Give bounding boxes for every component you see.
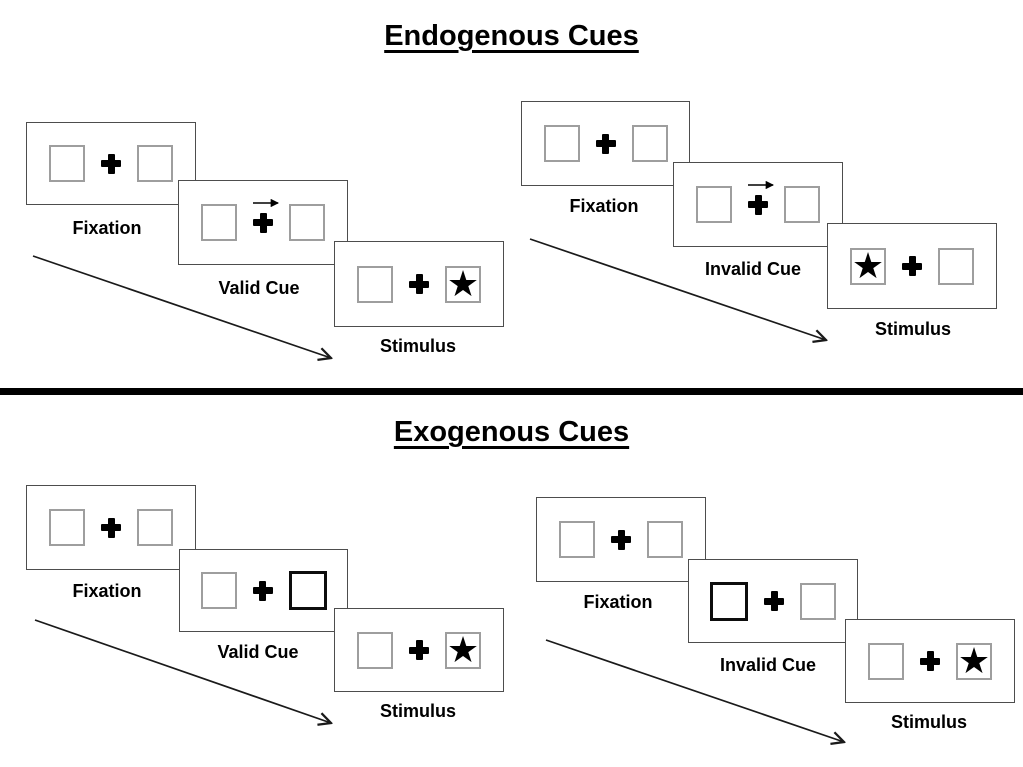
star-icon: ★ <box>957 639 991 681</box>
fixation-cross-icon <box>409 640 429 660</box>
placeholder-box-right <box>784 186 820 223</box>
placeholder-box-left <box>201 204 237 241</box>
placeholder-box-right <box>938 247 974 285</box>
fixation-cross-icon <box>101 517 121 538</box>
fixation-cross-icon <box>253 198 280 233</box>
placeholder-box-right <box>631 125 668 162</box>
fixation-panel <box>521 101 690 186</box>
stimulus-panel: ★ <box>827 223 997 309</box>
stimulus-label: Stimulus <box>379 701 457 721</box>
placeholder-box-right <box>289 204 325 241</box>
stimulus-panel: ★ <box>845 619 1015 703</box>
placeholder-box-left <box>200 572 237 609</box>
stimulus-panel: ★ <box>334 608 504 692</box>
cue-panel <box>688 559 858 643</box>
bold-cue-box-left <box>710 581 748 621</box>
section-divider <box>0 388 1023 395</box>
cue-label: Invalid Cue <box>719 655 817 675</box>
target-box-right: ★ <box>956 639 992 681</box>
fixation-label: Fixation <box>583 592 653 612</box>
placeholder-box-left <box>559 521 595 558</box>
fixation-cross-icon <box>902 256 922 276</box>
placeholder-box-left <box>49 145 85 182</box>
stimulus-label: Stimulus <box>379 336 457 356</box>
fixation-panel <box>26 122 196 205</box>
placeholder-box-right <box>137 509 173 546</box>
placeholder-box-left <box>357 265 393 303</box>
placeholder-box-left <box>357 631 393 669</box>
fixation-cross-icon <box>101 153 121 174</box>
fixation-cross-icon <box>611 529 631 550</box>
stimulus-label: Stimulus <box>874 319 952 339</box>
target-box-right: ★ <box>445 262 481 304</box>
target-box-left: ★ <box>850 244 886 286</box>
cue-arrow-right-icon <box>253 198 280 207</box>
fixation-label: Fixation <box>569 196 639 216</box>
section-title-text: Endogenous Cues <box>384 20 639 52</box>
fixation-cross-icon <box>595 133 616 154</box>
placeholder-box-left <box>868 642 904 680</box>
star-icon: ★ <box>446 262 480 304</box>
cue-panel <box>179 549 348 632</box>
timeline-arrow <box>545 639 853 751</box>
bold-cue-box-right <box>288 571 327 610</box>
timeline-arrow <box>34 619 340 732</box>
target-box-right: ★ <box>445 628 481 670</box>
cue-label: Invalid Cue <box>704 259 802 279</box>
stimulus-panel: ★ <box>334 241 504 327</box>
cue-label: Valid Cue <box>217 642 299 662</box>
fixation-cross-icon <box>409 274 429 294</box>
timeline-arrow <box>32 255 340 366</box>
section-title-text: Exogenous Cues <box>393 416 630 448</box>
placeholder-box-left <box>49 509 85 546</box>
fixation-cross-icon <box>920 651 940 671</box>
placeholder-box-right <box>647 521 683 558</box>
placeholder-box-right <box>800 582 836 620</box>
section-title-exogenous: Exogenous Cues <box>0 416 1023 449</box>
cue-panel <box>178 180 348 265</box>
placeholder-box-left <box>543 125 580 162</box>
placeholder-box-left <box>696 186 732 223</box>
fixation-cross-icon <box>764 591 784 611</box>
fixation-cross-icon <box>252 580 273 601</box>
fixation-label: Fixation <box>72 581 142 601</box>
fixation-cross-icon <box>748 180 775 215</box>
star-icon: ★ <box>851 244 885 286</box>
timeline-arrow <box>529 238 835 349</box>
cue-arrow-right-icon <box>748 180 775 189</box>
section-title-endogenous: Endogenous Cues <box>0 20 1023 53</box>
cue-panel <box>673 162 843 247</box>
star-icon: ★ <box>446 628 480 670</box>
fixation-label: Fixation <box>72 218 142 238</box>
cue-label: Valid Cue <box>218 278 300 298</box>
stimulus-label: Stimulus <box>890 712 968 732</box>
placeholder-box-right <box>137 145 173 182</box>
fixation-panel <box>536 497 706 582</box>
fixation-panel <box>26 485 196 570</box>
